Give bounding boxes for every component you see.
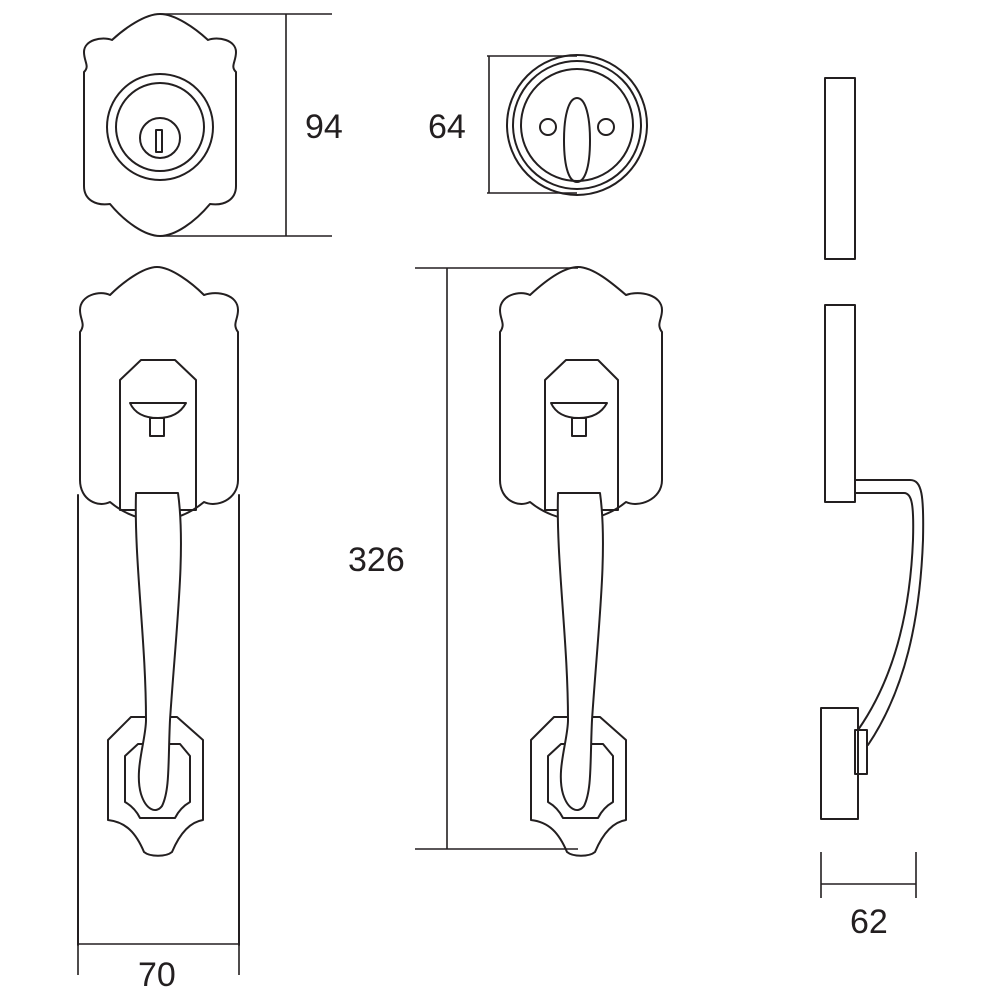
center-lower-inner-recess [547, 743, 614, 819]
center-handleset-view [499, 266, 663, 857]
center-grip-handle [556, 492, 604, 811]
side-profile-view [820, 77, 925, 820]
center-thumbpiece-housing [544, 359, 619, 511]
dimension-70-label: 70 [138, 956, 176, 994]
deadbolt-interior-view [506, 54, 648, 196]
thumbturn-rose-inner [520, 68, 634, 182]
dimension-326: 326 [348, 267, 578, 850]
center-upper-escutcheon [499, 266, 663, 521]
exterior-lower-inner-recess [124, 743, 191, 819]
exterior-lower-escutcheon [107, 716, 204, 857]
cylinder-rim-inner [115, 82, 205, 172]
dimension-62: 62 [820, 852, 917, 941]
dimension-326-label: 326 [348, 541, 405, 579]
cylinder-rim-outer [106, 73, 214, 181]
dimension-62-label: 62 [850, 903, 888, 941]
thumbpiece-stem [149, 417, 165, 437]
handleset-side-plate [824, 304, 856, 503]
handle-side-foot [854, 729, 868, 775]
keyway-slot [155, 129, 163, 153]
thumbturn-screw-left [539, 118, 557, 136]
center-lower-escutcheon [530, 716, 627, 857]
handle-side-inner [854, 492, 915, 731]
thumbturn-rose-outer [506, 54, 648, 196]
thumbpiece-housing [119, 359, 197, 511]
dimension-64-label: 64 [428, 108, 466, 146]
exterior-handleset-view [77, 266, 240, 946]
handle-base-side-plate [820, 707, 859, 820]
deadbolt-exterior-view [83, 13, 237, 237]
dimension-94-label: 94 [305, 108, 343, 146]
handle-side-outer [854, 479, 925, 746]
center-thumbpiece-stem [571, 417, 587, 437]
key-cylinder [139, 117, 181, 159]
deadbolt-side-plate [824, 77, 856, 260]
dimension-64: 64 [428, 55, 577, 194]
dimension-94: 94 [160, 13, 343, 237]
exterior-upper-escutcheon [79, 266, 239, 521]
dimension-70: 70 [77, 925, 240, 994]
thumbturn-rose-middle [512, 60, 642, 190]
thumbturn-screw-right [597, 118, 615, 136]
thumbturn-lever [563, 97, 591, 183]
exterior-grip-handle [134, 492, 182, 811]
